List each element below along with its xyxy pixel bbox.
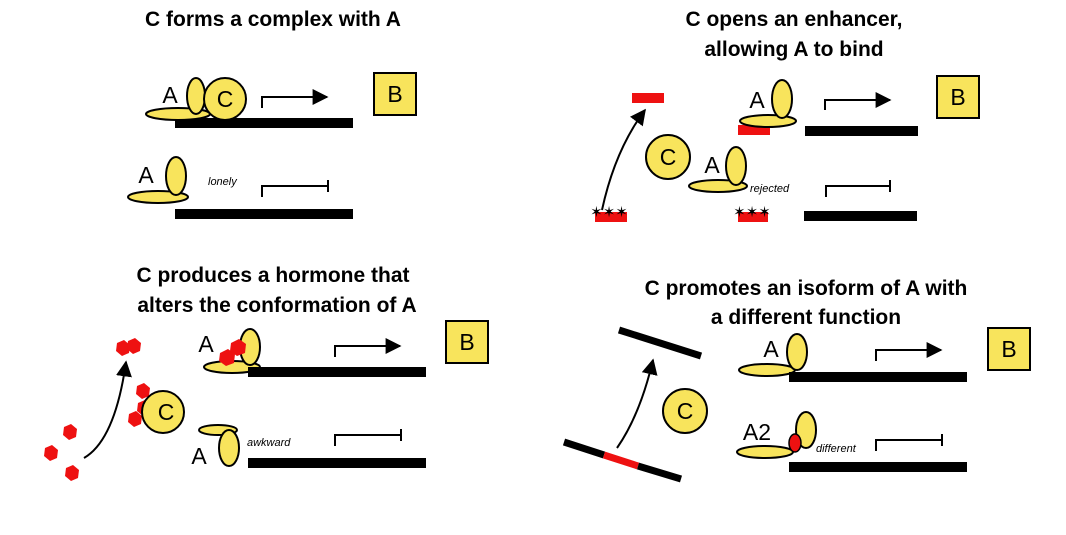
dna-strand	[175, 209, 353, 219]
gene-box-b	[373, 72, 417, 116]
panel-title: C forms a complex with A	[145, 8, 401, 31]
annotation-note: different	[816, 443, 857, 455]
panel-hormone: C produces a hormone that alters the con…	[44, 264, 489, 481]
label-a: A	[704, 152, 720, 178]
hormone-bound-icon	[230, 339, 246, 356]
protein-c	[203, 77, 247, 121]
chromatin-stars-icon: ✶✶✶	[590, 203, 628, 221]
label-a2: A2	[743, 419, 771, 445]
active-promoter-arrow	[261, 89, 329, 108]
active-promoter-arrow	[875, 342, 943, 361]
dna-strand	[789, 372, 967, 382]
gene-box-b	[445, 320, 489, 364]
label-a: A	[749, 87, 765, 113]
hormone-icon	[116, 340, 130, 356]
panel-title-line2: alters the conformation of A	[137, 294, 416, 317]
label-c: C	[660, 144, 677, 170]
dna-strand	[248, 367, 426, 377]
transcript-exon	[562, 438, 606, 459]
dna-strand	[804, 211, 917, 221]
repressed-promoter-symbol	[875, 434, 943, 451]
active-promoter-arrow	[824, 92, 892, 110]
hormone-icon	[128, 411, 142, 427]
curved-arrow	[83, 360, 132, 459]
repressed-promoter-symbol	[825, 180, 891, 197]
hormone-icon	[127, 338, 141, 354]
hormone-icon	[65, 465, 79, 481]
active-promoter-arrow	[334, 338, 402, 357]
label-a: A	[763, 336, 779, 362]
protein-c	[141, 390, 185, 434]
annotation-note: lonely	[208, 176, 238, 188]
enhancer-closed	[738, 212, 768, 222]
hormone-molecules	[44, 338, 151, 481]
label-a: A	[198, 331, 214, 357]
gene-box-b	[987, 327, 1031, 371]
panel-complex: C forms a complex with A A C B A lonely	[127, 8, 417, 219]
panel-title: C promotes an isoform of A with	[645, 277, 968, 300]
label-c: C	[677, 398, 694, 424]
gene-box-b	[936, 75, 980, 119]
label-c: C	[158, 399, 175, 425]
curved-arrow	[601, 108, 646, 211]
chromatin-stars-icon: ✶✶✶	[733, 203, 771, 221]
protein-a-base	[739, 114, 797, 128]
protein-a-head	[218, 429, 240, 467]
gene-box-label: B	[459, 329, 474, 355]
panel-title-line2: a different function	[711, 306, 901, 329]
hormone-icon	[136, 383, 150, 399]
panel-isoform: C promotes an isoform of A with a differ…	[562, 277, 1031, 483]
protein-a-head	[725, 146, 747, 186]
label-c: C	[217, 86, 234, 112]
repressed-promoter-symbol	[334, 429, 402, 446]
alternative-exon	[602, 451, 640, 470]
panel-title-line2: allowing A to bind	[704, 38, 883, 61]
curved-arrow	[616, 358, 658, 449]
dna-strand	[248, 458, 426, 468]
isoform-domain	[788, 433, 802, 453]
gene-box-label: B	[950, 84, 965, 110]
gene-box-label: B	[1001, 336, 1016, 362]
protein-c	[662, 388, 708, 434]
dna-strand	[805, 126, 918, 136]
protein-a-head	[786, 333, 808, 371]
annotation-note: rejected	[750, 183, 790, 195]
hormone-bound-icon	[219, 349, 235, 366]
protein-a-head	[771, 79, 793, 119]
spliced-transcript	[617, 326, 703, 360]
protein-a2-base	[736, 445, 794, 459]
protein-c	[645, 134, 691, 180]
label-a: A	[138, 162, 154, 188]
panel-title: C opens an enhancer,	[685, 8, 902, 31]
protein-a-head	[186, 77, 206, 115]
label-a: A	[191, 443, 207, 469]
panel-title: C produces a hormone that	[136, 264, 409, 287]
label-a: A	[162, 82, 178, 108]
dna-strand	[789, 462, 967, 472]
hormone-icon	[63, 424, 77, 440]
dna-strand	[175, 118, 353, 128]
enhancer-bound	[738, 125, 770, 135]
hormone-icon	[44, 445, 58, 461]
transcript-exon	[636, 462, 683, 483]
annotation-note: awkward	[247, 437, 291, 449]
enhancer-closed	[595, 212, 627, 222]
protein-a-head	[165, 156, 187, 196]
panel-enhancer: C opens an enhancer, allowing A to bind …	[590, 8, 980, 222]
protein-a-base	[738, 363, 796, 377]
gene-box-label: B	[387, 81, 402, 107]
enhancer-open	[632, 93, 664, 103]
repressed-promoter-symbol	[261, 180, 329, 197]
